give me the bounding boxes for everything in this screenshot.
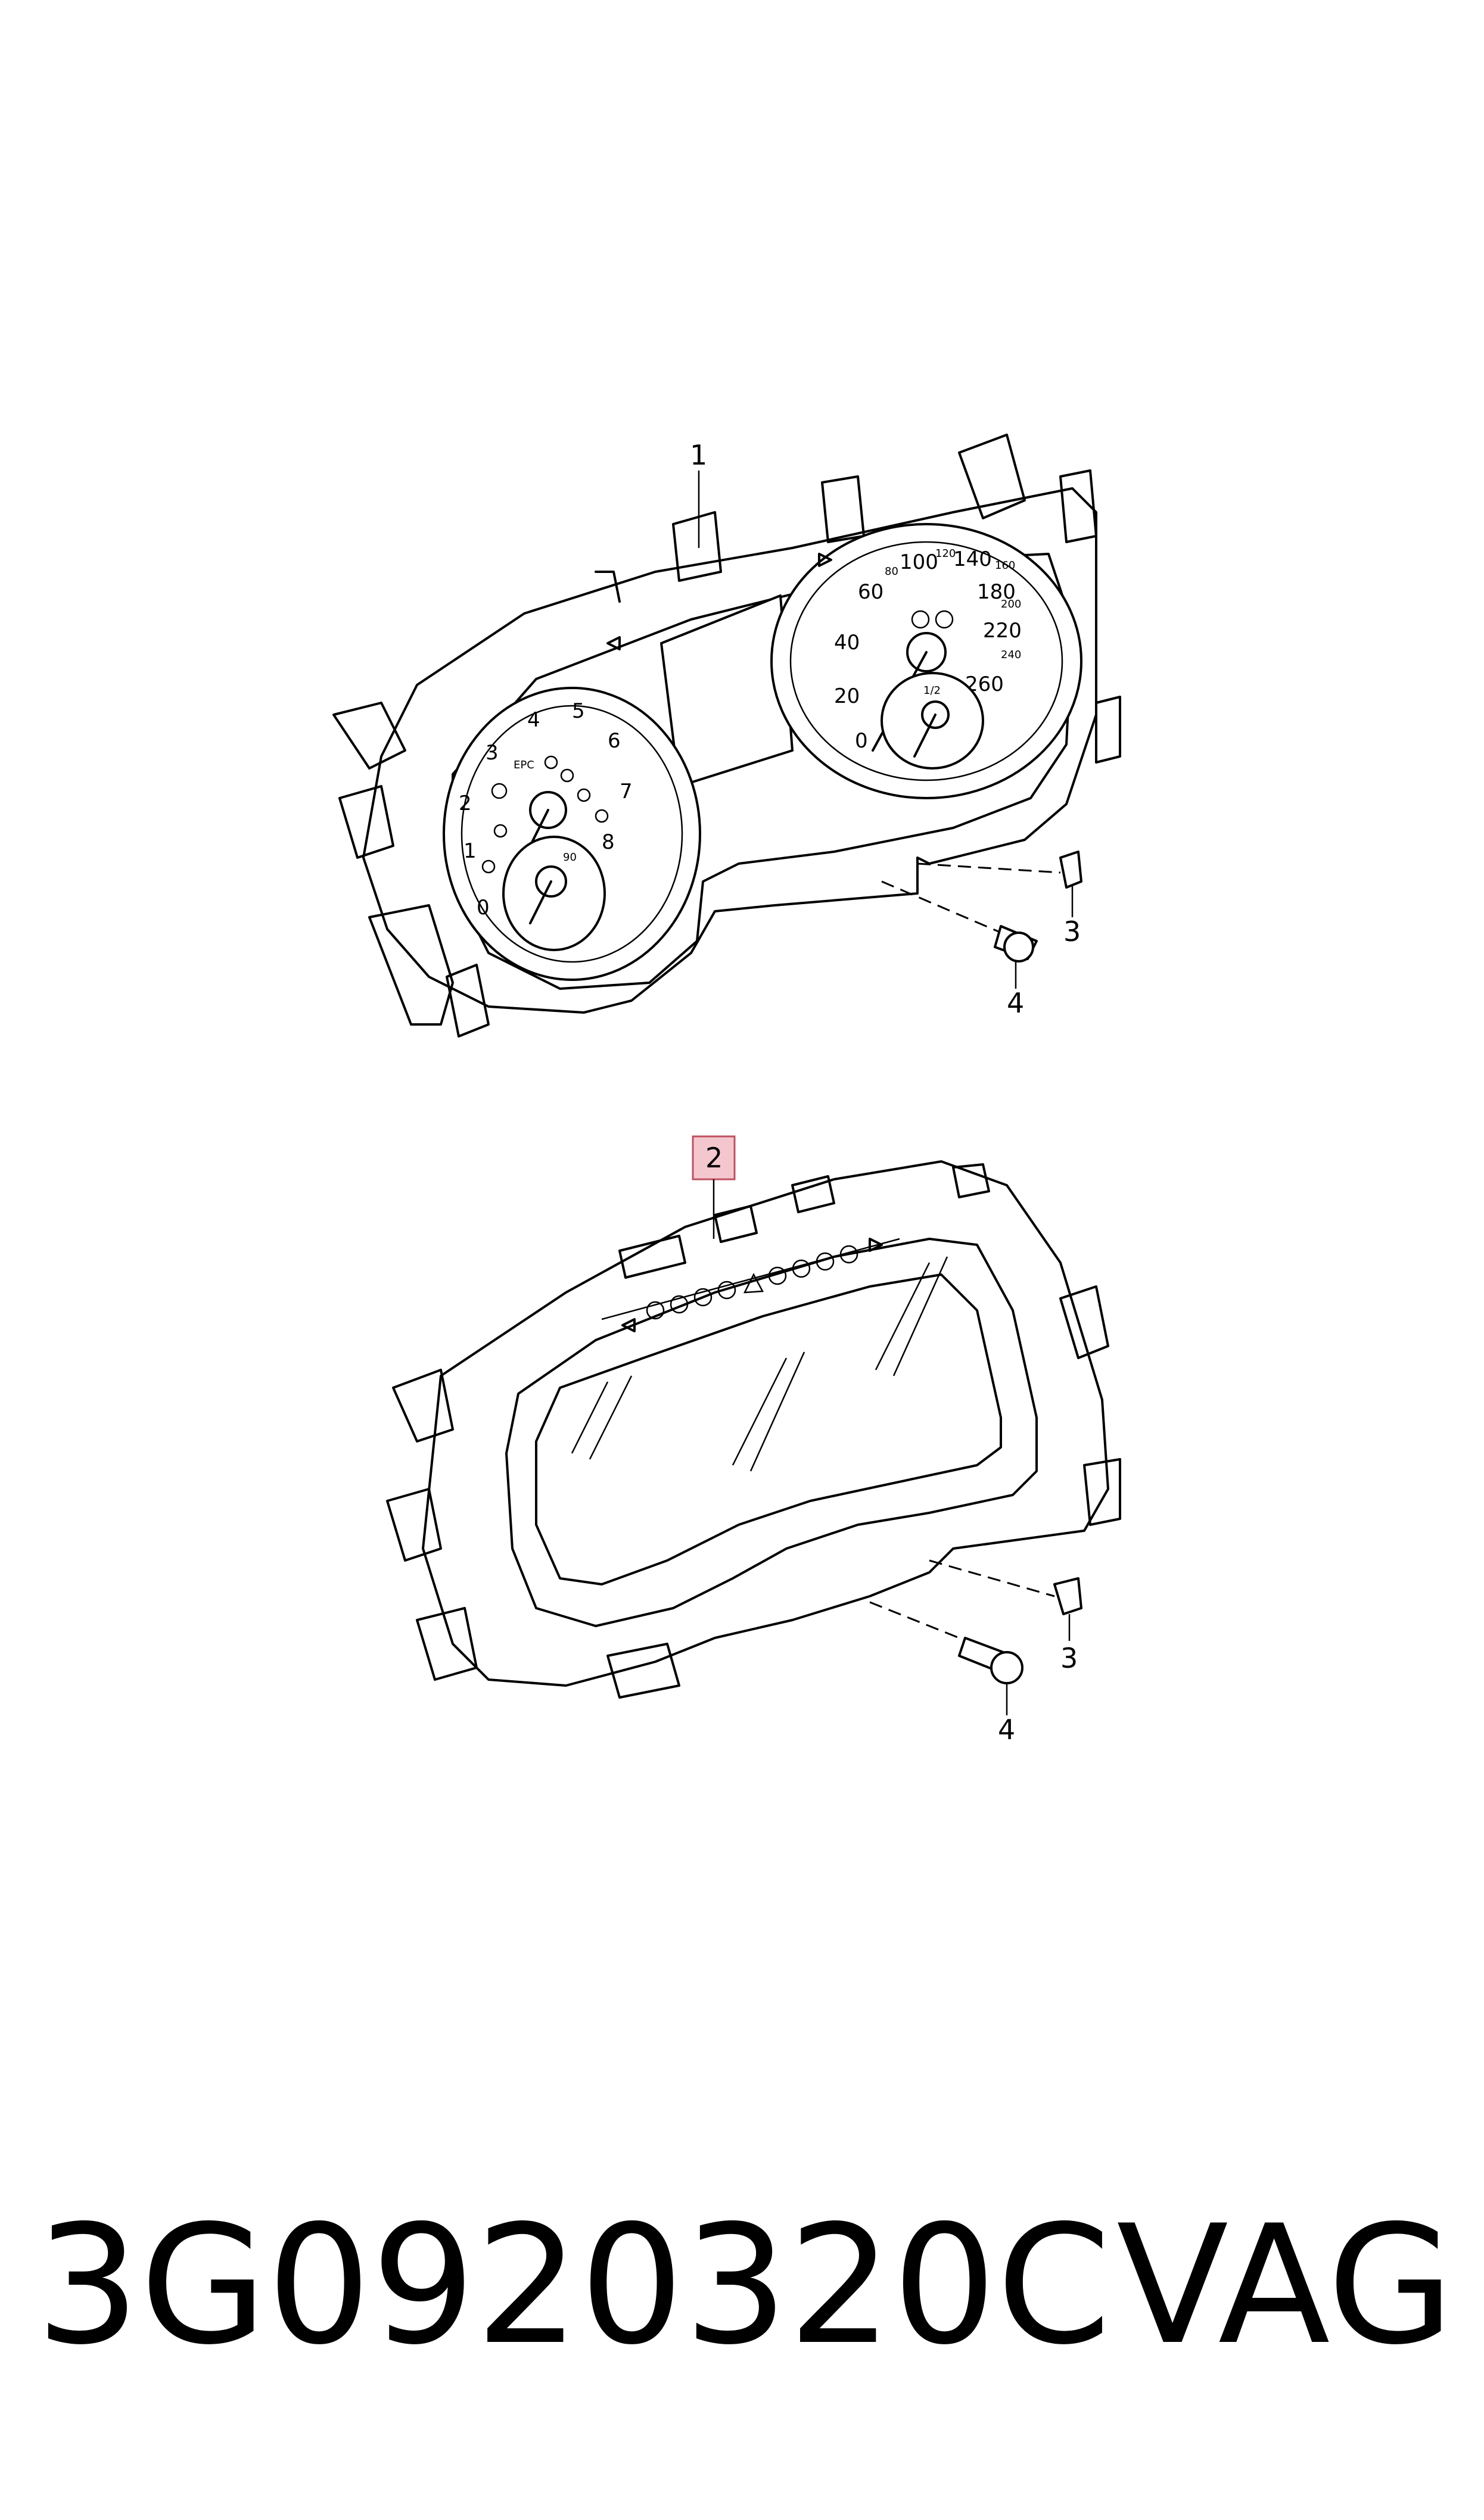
tach-tick-4: 4 <box>527 708 540 732</box>
speed-tick-200: 200 <box>1001 598 1021 610</box>
speed-tick-100: 100 <box>900 550 938 574</box>
digital-instrument-cluster: 2 3 4 <box>386 1135 1121 1746</box>
oil-icon <box>768 1266 787 1285</box>
speed-tick-180: 180 <box>977 580 1016 604</box>
tach-tick-8: 8 <box>602 830 615 854</box>
tach-tick-6: 6 <box>608 729 621 753</box>
seatbelt-icon <box>670 1295 689 1314</box>
tach-tick-1: 1 <box>463 839 477 863</box>
brand-name: VAG <box>1116 2190 1454 2381</box>
speed-tick-80: 80 <box>885 565 898 578</box>
speed-tick-240: 240 <box>1001 649 1021 661</box>
speed-tick-140: 140 <box>953 547 992 571</box>
epc-label: EPC <box>514 759 534 771</box>
speed-tick-160: 160 <box>995 559 1015 572</box>
speed-tick-220: 220 <box>983 619 1022 643</box>
speed-tick-20: 20 <box>834 684 860 708</box>
tach-tick-3: 3 <box>486 741 499 765</box>
turn-right-icon <box>869 1238 883 1252</box>
speed-warning-icon <box>935 610 954 629</box>
part-number: 3G0920320C <box>36 2190 1111 2381</box>
glow-plug-icon <box>717 1281 736 1300</box>
tach-tick-5: 5 <box>572 699 585 723</box>
digital-display <box>535 1273 1002 1585</box>
callout-1: 1 <box>690 439 707 471</box>
callout-4-bottom: 4 <box>998 1714 1015 1746</box>
clip-part-3 <box>1059 851 1082 889</box>
tach-tick-7: 7 <box>620 780 633 803</box>
turn-signal-right-icon <box>818 553 832 567</box>
callout-2-highlight <box>692 1135 736 1180</box>
turn-signal-left-icon <box>606 636 621 650</box>
turn-left-icon <box>621 1318 636 1332</box>
telltale-icons <box>621 1238 883 1332</box>
traction-icon <box>792 1259 811 1278</box>
callout-3-bottom: 3 <box>1060 1642 1078 1674</box>
tach-tick-2: 2 <box>459 792 472 815</box>
fuel-half-label: 1/2 <box>923 684 941 697</box>
speed-tick-40: 40 <box>834 631 860 655</box>
callout-4-top: 4 <box>1007 987 1024 1019</box>
brake-icon <box>816 1252 835 1271</box>
speed-tick-120: 120 <box>935 547 956 560</box>
abs-icon <box>839 1245 858 1264</box>
callout-2: 2 <box>705 1142 723 1174</box>
tach-tick-0: 0 <box>477 896 490 920</box>
callout-3-top: 3 <box>1063 915 1081 948</box>
clip-part-3 <box>1053 1577 1082 1615</box>
engine-icon <box>693 1288 713 1307</box>
airbag-icon <box>646 1301 665 1320</box>
speed-warning-icon <box>911 610 930 629</box>
speed-tick-60: 60 <box>858 580 883 604</box>
speed-tick-0: 0 <box>855 729 868 753</box>
temp-label: 90 <box>563 851 577 864</box>
tach-warning-icons <box>481 755 609 874</box>
analog-instrument-cluster: 0 1 2 3 4 5 6 7 8 EPC 90 0 <box>332 434 1121 1038</box>
tachometer-ticks: 0 1 2 3 4 5 6 7 8 <box>459 699 633 920</box>
speedometer-ticks: 0 20 40 60 80 100 120 140 160 180 200 22… <box>834 547 1022 753</box>
warning-triangle-icon <box>743 1273 764 1294</box>
